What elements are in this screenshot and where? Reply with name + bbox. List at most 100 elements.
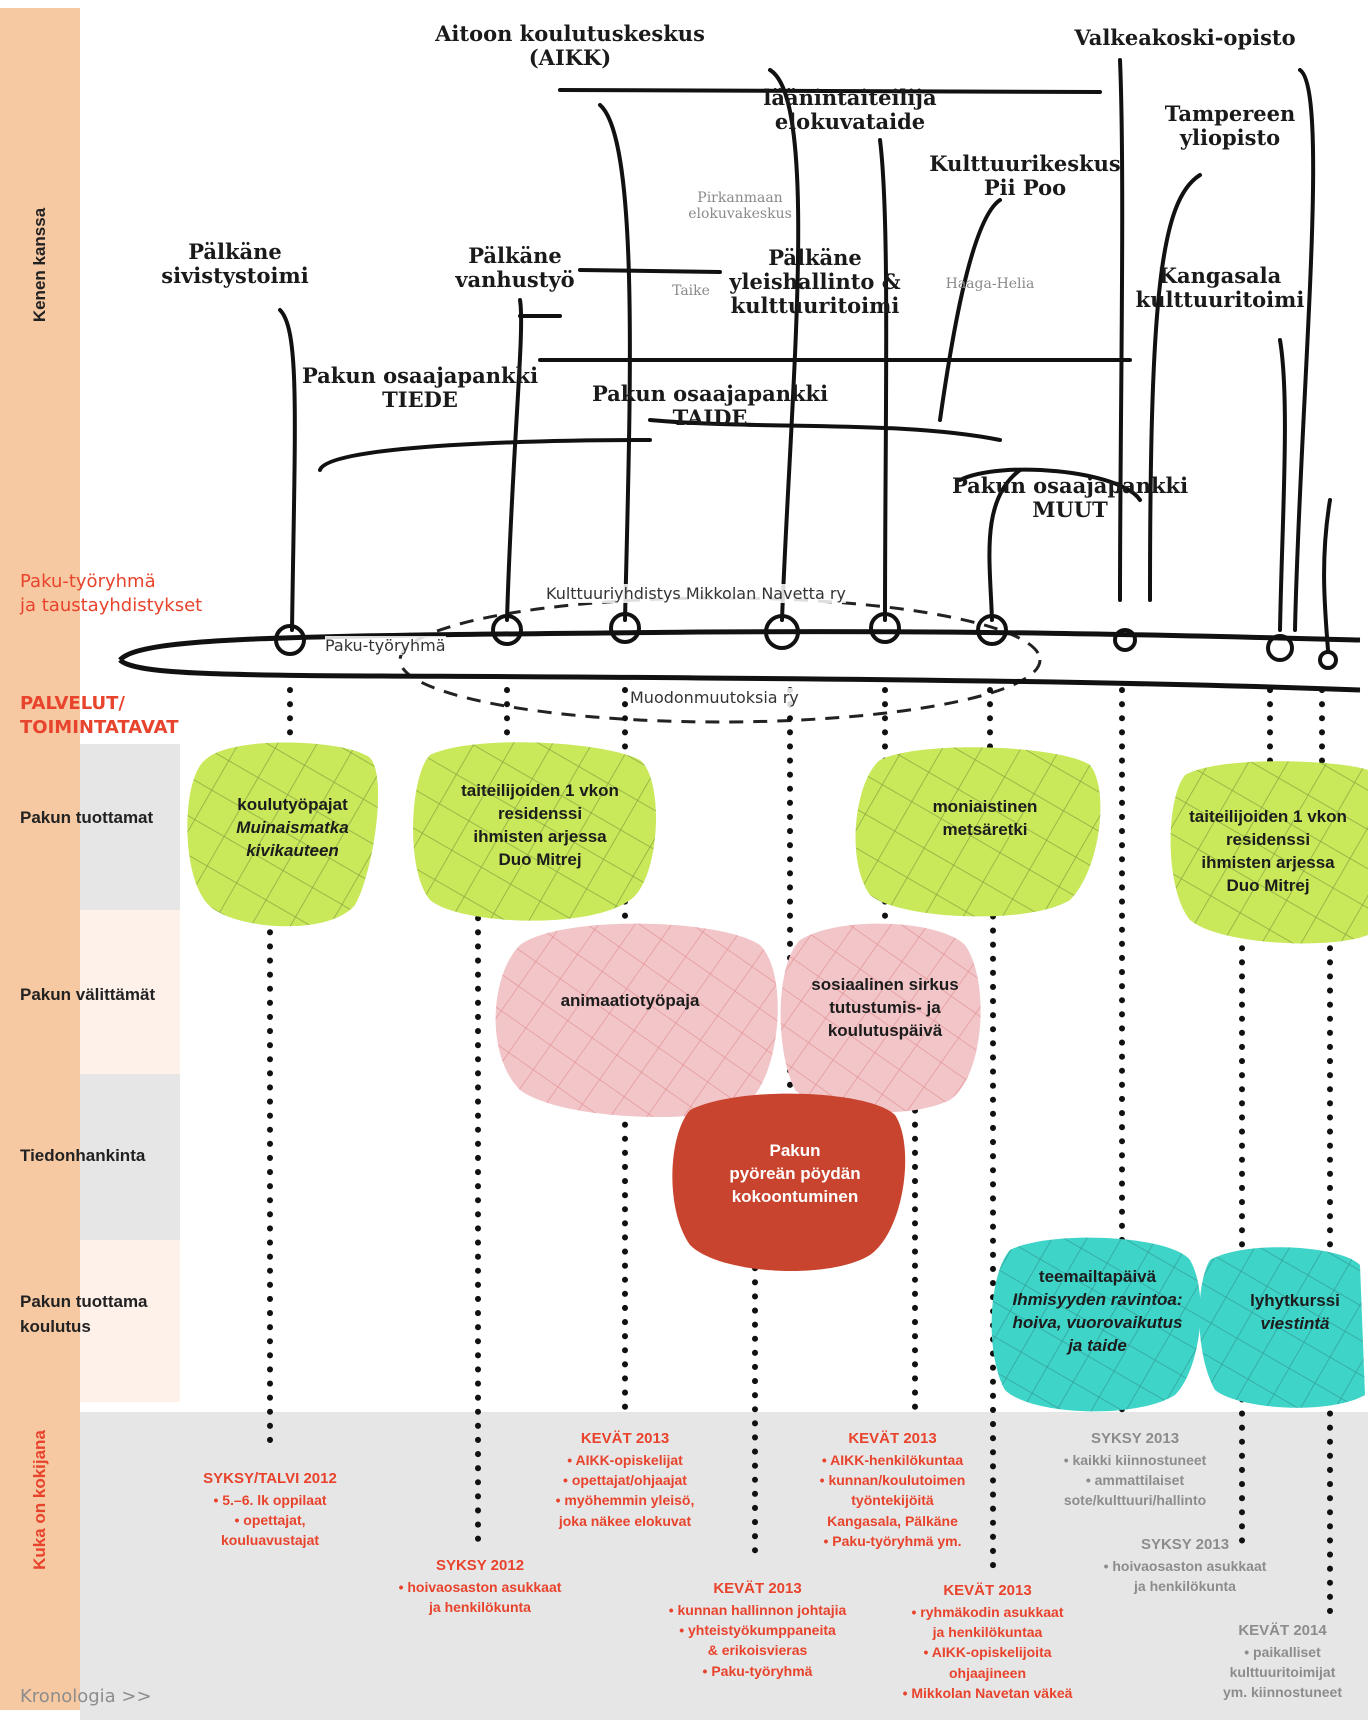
blob-pyorea — [672, 1093, 906, 1272]
activity-residenssi1-line1: taiteilijoiden 1 vkon — [461, 781, 619, 800]
activity-residenssi2: taiteilijoiden 1 vkon residenssi ihmiste… — [1168, 806, 1368, 898]
chronology-label: Kronologia >> — [20, 1686, 152, 1707]
partner-taike: Taike — [672, 283, 710, 299]
audience-3: KEVÄT 2013 • AIKK-opiskelijat • opettaja… — [535, 1428, 715, 1531]
partner-osaaja-tiede-line2: TIEDE — [382, 387, 458, 413]
partner-tampere-line1: Tampereen — [1164, 101, 1296, 126]
activity-teemailta-italic3: ja taide — [1068, 1335, 1127, 1355]
activity-residenssi2-line1: taiteilijoiden 1 vkon — [1189, 807, 1347, 826]
rope-lower — [118, 658, 1361, 693]
partner-palkane-sivistys-line2: sivistystoimi — [161, 263, 309, 289]
activity-pyorea-line1: Pakun — [769, 1141, 821, 1160]
audience-6-item1: • ryhmäkodin asukkaat — [911, 1603, 1064, 1620]
audience-7: SYKSY 2013 • kaikki kiinnostuneet • amma… — [1035, 1428, 1235, 1511]
audience-3-item2: • opettajat/ohjaajat — [563, 1472, 687, 1489]
activity-residenssi2-line4: Duo Mitrej — [1226, 875, 1310, 895]
partner-laanintaiteilija-line2: elokuvataide — [774, 109, 926, 135]
bottom-band — [80, 1412, 1368, 1720]
partner-kulttuurikeskus-line2: Pii Poo — [983, 175, 1067, 201]
audience-8-title: SYKSY 2013 — [1140, 1536, 1230, 1553]
audience-5-item3: työntekijöitä — [851, 1492, 934, 1509]
audience-1-item2: • opettajat, — [234, 1512, 306, 1529]
audience-6-item5: • Mikkolan Navetan väkeä — [902, 1684, 1073, 1701]
activity-lyhytkurssi: lyhytkurssi viestintä — [1225, 1290, 1365, 1336]
partner-osaaja-taide-line1: Pakun osaajapankki — [591, 381, 829, 406]
partner-kulttuurikeskus: Kulttuurikeskus Pii Poo — [920, 151, 1130, 201]
partner-haaga: Haaga-Helia — [945, 276, 1035, 292]
partner-osaaja-taide-line2: TAIDE — [672, 405, 748, 431]
audience-3-title: KEVÄT 2013 — [580, 1430, 670, 1447]
group-label-line1: Paku-työryhmä — [20, 571, 156, 592]
activity-residenssi1-line2: residenssi — [497, 803, 583, 823]
activity-teemailta-line1: teemailtapäivä — [1038, 1267, 1157, 1286]
audience-1-item3: kouluavustajat — [220, 1532, 320, 1549]
partner-kulttuurikeskus-line1: Kulttuurikeskus — [929, 151, 1121, 176]
partner-palkane-yleis-line1: Pälkäne — [768, 245, 862, 270]
audience-7-item3: sote/kulttuuri/hallinto — [1063, 1492, 1207, 1509]
audience-5: KEVÄT 2013 • AIKK-henkilökuntaa • kunnan… — [800, 1428, 985, 1551]
activity-teemailta-italic2: hoiva, vuorovaikutus — [1012, 1312, 1183, 1332]
partner-tampere: Tampereen yliopisto — [1145, 101, 1315, 150]
audience-5-item1: • AIKK-henkilökuntaa — [821, 1451, 964, 1468]
partner-palkane-sivistys: Pälkäne sivistystoimi — [150, 239, 320, 289]
audience-7-item1: • kaikki kiinnostuneet — [1063, 1451, 1207, 1468]
audience-6-item3: • AIKK-opiskelijoita — [923, 1644, 1052, 1661]
row-label-1: Pakun tuottamat — [20, 808, 154, 827]
row-label-2: Pakun välittämät — [20, 985, 156, 1004]
row-label-4b: koulutus — [20, 1317, 91, 1336]
partner-laanintaiteilija-line1: läänintaiteilija — [763, 85, 937, 110]
activity-koulutyopajat-italic2: kivikauteen — [246, 840, 339, 860]
activity-residenssi1-line3: ihmisten arjessa — [473, 826, 607, 846]
activity-sirkus-line1: sosiaalinen sirkus — [811, 975, 959, 994]
audience-5-item5: • Paku-työryhmä ym. — [823, 1532, 962, 1549]
audience-1-title: SYKSY/TALVI 2012 — [203, 1470, 337, 1487]
activity-koulutyopajat-italic1: Muinaismatka — [236, 817, 349, 837]
audience-9-item3: ym. kiinnostuneet — [1222, 1684, 1343, 1701]
partner-palkane-sivistys-line1: Pälkäne — [188, 239, 282, 264]
activity-lyhytkurssi-line1: lyhytkurssi — [1250, 1291, 1340, 1310]
audience-4-title: KEVÄT 2013 — [713, 1580, 802, 1597]
partner-palkane-vanhus: Pälkäne vanhustyö — [440, 243, 590, 292]
services-label: PALVELUT/ TOIMINTATAVAT — [20, 692, 178, 740]
activity-residenssi1: taiteilijoiden 1 vkon residenssi ihmiste… — [425, 780, 655, 872]
audience-2: SYKSY 2012 • hoivaosaston asukkaat ja he… — [375, 1555, 585, 1617]
activity-teemailta-italic1: Ihmisyyden ravintoa: — [1012, 1289, 1183, 1309]
activity-residenssi2-line3: ihmisten arjessa — [1201, 852, 1335, 872]
partner-osaaja-muut-line1: Pakun osaajapankki — [951, 473, 1189, 498]
audience-5-item4: Kangasala, Pälkäne — [827, 1512, 958, 1529]
audience-9: KEVÄT 2014 • paikalliset kulttuuritoimij… — [1200, 1620, 1365, 1703]
association-ellipse — [398, 596, 1042, 724]
audience-3-item4: joka näkee elokuvat — [558, 1512, 692, 1529]
partner-osaaja-muut-line2: MUUT — [1032, 497, 1108, 523]
partner-aikk-line1: Aitoon koulutuskeskus — [435, 21, 705, 46]
audience-6: KEVÄT 2013 • ryhmäkodin asukkaat ja henk… — [880, 1580, 1095, 1703]
audience-4-item4: • Paku-työryhmä — [702, 1662, 813, 1679]
partner-palkane-yleis-line2: yleishallinto & — [729, 269, 901, 295]
group-label-line2: ja taustayhdistykset — [20, 595, 203, 616]
partner-osaaja-muut: Pakun osaajapankki MUUT — [950, 473, 1190, 523]
audience-4: KEVÄT 2013 • kunnan hallinnon johtajia •… — [645, 1578, 870, 1681]
activity-metsaretki-line2: metsäretki — [942, 819, 1028, 839]
row-bg-3 — [80, 1074, 180, 1240]
audience-8-item1: • hoivaosaston asukkaat — [1103, 1557, 1267, 1574]
group-label: Paku-työryhmä ja taustayhdistykset — [20, 570, 202, 618]
audience-4-item3: & erikoisvieras — [707, 1642, 808, 1659]
partner-valkeakoski: Valkeakoski-opisto — [1074, 25, 1296, 50]
activity-lyhytkurssi-italic1: viestintä — [1260, 1313, 1330, 1333]
audience-9-title: KEVÄT 2014 — [1238, 1622, 1327, 1639]
partner-aikk: Aitoon koulutuskeskus (AIKK) — [400, 21, 740, 70]
audience-2-title: SYKSY 2012 — [435, 1557, 525, 1574]
audience-6-item4: ohjaajineen — [948, 1664, 1027, 1681]
audience-4-item2: • yhteistyökumppaneita — [679, 1622, 836, 1639]
row-bg-1 — [80, 744, 180, 910]
audience-2-item1: • hoivaosaston asukkaat — [398, 1578, 562, 1595]
audience-9-item2: kulttuuritoimijat — [1229, 1664, 1336, 1681]
activity-residenssi2-line2: residenssi — [1225, 829, 1311, 849]
audience-3-item1: • AIKK-opiskelijat — [567, 1451, 683, 1468]
row-label-3: Tiedonhankinta — [20, 1146, 146, 1165]
audience-6-item2: ja henkilökuntaa — [932, 1624, 1043, 1641]
org-paku: Paku-työryhmä — [325, 636, 446, 655]
row-label-4a: Pakun tuottama — [20, 1292, 148, 1311]
activity-metsaretki-line1: moniaistinen — [932, 797, 1038, 816]
partner-palkane-vanhus-line1: Pälkäne — [468, 243, 562, 268]
